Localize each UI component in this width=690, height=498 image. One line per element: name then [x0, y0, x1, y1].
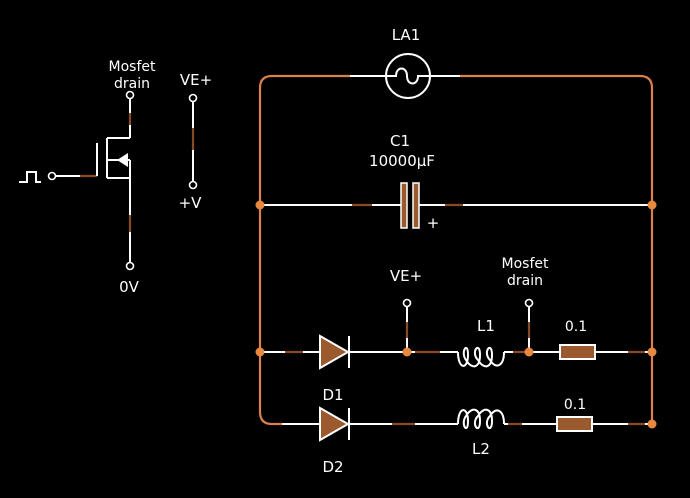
capacitor-c1: [260, 182, 652, 229]
junction-node: [524, 347, 534, 357]
inductor-l2-label: L2: [472, 440, 490, 458]
capacitance-value: 10000µF: [369, 152, 435, 170]
ve-plus-label-left: VE+: [180, 71, 212, 89]
pulse-signal-icon: [19, 171, 41, 183]
mosfet-symbol: [19, 90, 135, 271]
junction-nodes: [255, 200, 657, 429]
ve-plus-label-mid: VE+: [390, 267, 422, 285]
lamp-la1: [350, 53, 460, 99]
capacitor-label: C1: [390, 132, 410, 150]
supply-lead: [188, 93, 198, 190]
mosfet-drain-label-left-line2: drain: [114, 76, 150, 92]
inductor-l2: [457, 408, 505, 430]
branch-2: [282, 406, 652, 442]
resistor-r2: [556, 416, 593, 432]
ve-plus-terminal: [188, 93, 198, 103]
mosfet-drain-label-mid-line2: drain: [507, 273, 543, 289]
lamp-label: LA1: [392, 26, 421, 44]
diode-d1-label: D1: [322, 386, 343, 404]
resistor-r1: [559, 344, 596, 360]
branch-1: [260, 298, 652, 370]
plus-v-label: +V: [179, 194, 203, 212]
plus-v-terminal: [188, 180, 198, 190]
mosfet-drain-terminal-mid: [524, 298, 534, 308]
junction-node: [402, 347, 412, 357]
source-terminal: [125, 261, 135, 271]
drain-terminal: [125, 90, 135, 100]
outer-loop-wire: [258, 74, 654, 426]
diode-d1: [319, 334, 351, 370]
diode-d2-label: D2: [322, 458, 343, 476]
body-diode-arrow: [117, 153, 128, 167]
ve-plus-terminal-mid: [402, 298, 412, 308]
mosfet-drain-label-mid-line1: Mosfet: [502, 256, 549, 272]
gate-input-terminal: [47, 171, 57, 181]
resistor-r2-label: 0.1: [564, 397, 586, 413]
junction-node: [647, 347, 657, 357]
junction-node: [255, 200, 265, 210]
diode-d2: [319, 406, 351, 442]
junction-node: [255, 347, 265, 357]
junction-node: [647, 419, 657, 429]
mosfet-drain-label-left-line1: Mosfet: [109, 59, 156, 75]
inductor-l1-label: L1: [477, 317, 495, 335]
inductor-l1: [457, 346, 505, 368]
zero-volt-label: 0V: [119, 278, 140, 296]
resistor-r1-label: 0.1: [565, 319, 587, 335]
junction-node: [647, 200, 657, 210]
capacitor-plus-sign: +: [427, 214, 440, 232]
